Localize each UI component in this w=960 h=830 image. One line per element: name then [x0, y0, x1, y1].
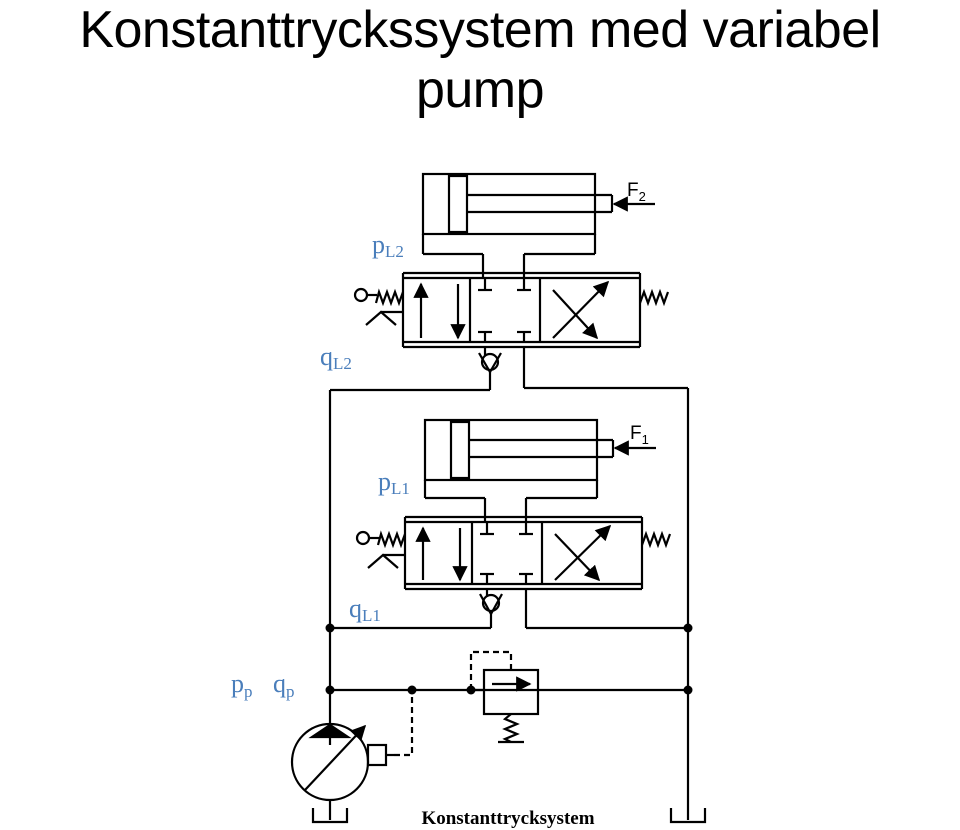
valve-2 — [353, 271, 670, 349]
title-line-1: Konstanttryckssystem med variabel — [79, 1, 881, 59]
title-line-2: pump — [415, 61, 545, 119]
tank-return — [669, 808, 707, 824]
label-qL1: qL1 — [349, 594, 381, 625]
cylinder-1 — [423, 418, 656, 522]
tank-pump — [311, 808, 349, 824]
check-valve-2 — [478, 347, 502, 390]
label-qL2: qL2 — [320, 342, 352, 373]
label-pp: pp — [231, 669, 253, 701]
force-label-f2: F2 — [627, 180, 646, 204]
valve-1 — [355, 515, 672, 591]
check-valve-1 — [479, 589, 503, 628]
slide-title: Konstanttryckssystem med variabel pump — [0, 0, 960, 120]
cylinder-2 — [421, 172, 655, 278]
relief-valve — [469, 650, 540, 744]
variable-pump — [290, 690, 414, 820]
diagram-caption: Konstanttrycksystem — [421, 808, 594, 829]
label-pL2: pL2 — [372, 230, 404, 261]
force-label-f1: F1 — [630, 423, 649, 447]
label-pL1: pL1 — [378, 467, 410, 498]
label-qp: qp — [273, 669, 295, 701]
